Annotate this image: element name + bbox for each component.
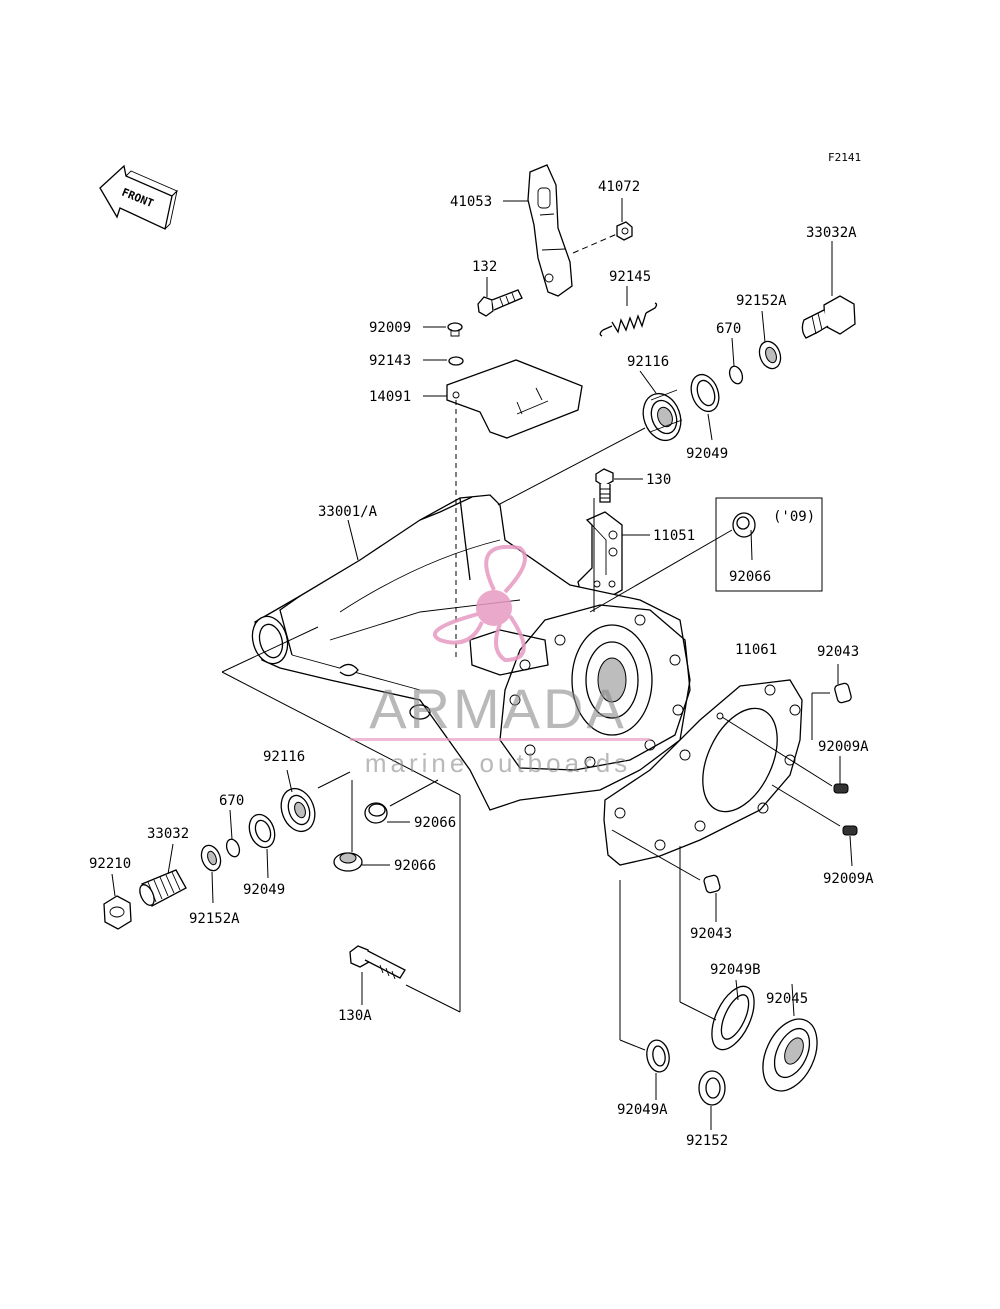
label-92043-top: 92043 bbox=[817, 644, 859, 660]
label-92049A: 92049A bbox=[617, 1102, 668, 1118]
label-92152A-top: 92152A bbox=[736, 293, 787, 309]
label-92145: 92145 bbox=[609, 269, 651, 285]
bearing-92116-left bbox=[280, 787, 316, 833]
housing-33001A bbox=[251, 494, 691, 811]
label-33001A: 33001/A bbox=[318, 504, 378, 520]
washer-92152A-left bbox=[200, 844, 222, 872]
cover-gasket-11061 bbox=[603, 679, 803, 866]
label-41072: 41072 bbox=[598, 179, 640, 195]
label-33032A: 33032A bbox=[806, 225, 857, 241]
label-92210: 92210 bbox=[89, 856, 131, 872]
leader-lines bbox=[111, 198, 853, 1130]
circlip-670-top bbox=[728, 365, 744, 385]
seal-92049B bbox=[711, 985, 755, 1051]
label-11061: 11061 bbox=[735, 642, 777, 658]
washer-92143 bbox=[448, 356, 464, 366]
bearing-92045 bbox=[762, 1018, 818, 1092]
label-92009: 92009 bbox=[369, 320, 411, 336]
watermark: ARMADA marine outboards bbox=[350, 544, 650, 778]
label-670-top: 670 bbox=[716, 321, 741, 337]
label-92049-top: 92049 bbox=[686, 446, 728, 462]
label-130: 130 bbox=[646, 472, 671, 488]
figure-code: F2141 bbox=[828, 151, 861, 164]
bushing-92066-box bbox=[732, 512, 756, 538]
bracket-41053 bbox=[527, 164, 573, 297]
label-92152A-left: 92152A bbox=[189, 911, 240, 927]
label-92066-a: 92066 bbox=[414, 815, 456, 831]
label-92043-bottom: 92043 bbox=[690, 926, 732, 942]
seal-92049A bbox=[646, 1039, 670, 1073]
watermark-tagline: marine outboards bbox=[365, 748, 631, 778]
dowel-92043-bottom bbox=[703, 874, 721, 894]
label-92143: 92143 bbox=[369, 353, 411, 369]
label-92152: 92152 bbox=[686, 1133, 728, 1149]
label-92045: 92045 bbox=[766, 991, 808, 1007]
nut-41072 bbox=[616, 221, 633, 241]
seal-92049-left bbox=[248, 813, 276, 849]
screw-92009A-2 bbox=[842, 825, 858, 836]
label-92066-box: 92066 bbox=[729, 569, 771, 585]
watermark-brand: ARMADA bbox=[369, 677, 627, 740]
bolt-132 bbox=[477, 289, 523, 317]
front-arrow-icon: FRONT bbox=[99, 164, 178, 230]
cover-14091 bbox=[446, 359, 583, 439]
label-132: 132 bbox=[472, 259, 497, 275]
label-92116-left: 92116 bbox=[263, 749, 305, 765]
watermark-logo-icon bbox=[432, 544, 527, 663]
label-92116-top: 92116 bbox=[627, 354, 669, 370]
seal-92049-top bbox=[690, 373, 720, 413]
bracket-11051 bbox=[577, 511, 623, 599]
label-92009A-2: 92009A bbox=[823, 871, 874, 887]
model-year-box bbox=[715, 497, 823, 592]
screw-92009A-1 bbox=[833, 783, 849, 794]
label-model-year: ('09) bbox=[773, 509, 815, 525]
label-670-left: 670 bbox=[219, 793, 244, 809]
bushing-92152 bbox=[698, 1070, 726, 1106]
label-130A: 130A bbox=[338, 1008, 372, 1024]
bushing-92066-a bbox=[364, 802, 388, 824]
label-92009A-1: 92009A bbox=[818, 739, 869, 755]
bolt-130 bbox=[595, 468, 614, 503]
part-labels: 41053 41072 132 92145 33032A 92152A 670 … bbox=[89, 179, 874, 1149]
label-41053: 41053 bbox=[450, 194, 492, 210]
bearing-92116-top bbox=[642, 389, 683, 442]
bolt-130A bbox=[349, 945, 406, 980]
spring-92145 bbox=[599, 302, 658, 337]
label-33032: 33032 bbox=[147, 826, 189, 842]
label-11051: 11051 bbox=[653, 528, 695, 544]
dowel-92043-top bbox=[834, 682, 852, 704]
adjuster-33032 bbox=[139, 869, 187, 907]
label-92049B: 92049B bbox=[710, 962, 761, 978]
label-14091: 14091 bbox=[369, 389, 411, 405]
screw-92009 bbox=[447, 322, 463, 337]
label-92049-left: 92049 bbox=[243, 882, 285, 898]
adjuster-33032A bbox=[801, 295, 856, 339]
washer-92152A-top bbox=[758, 340, 782, 370]
nut-92210 bbox=[103, 895, 132, 930]
bushing-92066-b bbox=[333, 852, 363, 872]
circlip-670-left bbox=[225, 838, 241, 858]
label-92066-b: 92066 bbox=[394, 858, 436, 874]
